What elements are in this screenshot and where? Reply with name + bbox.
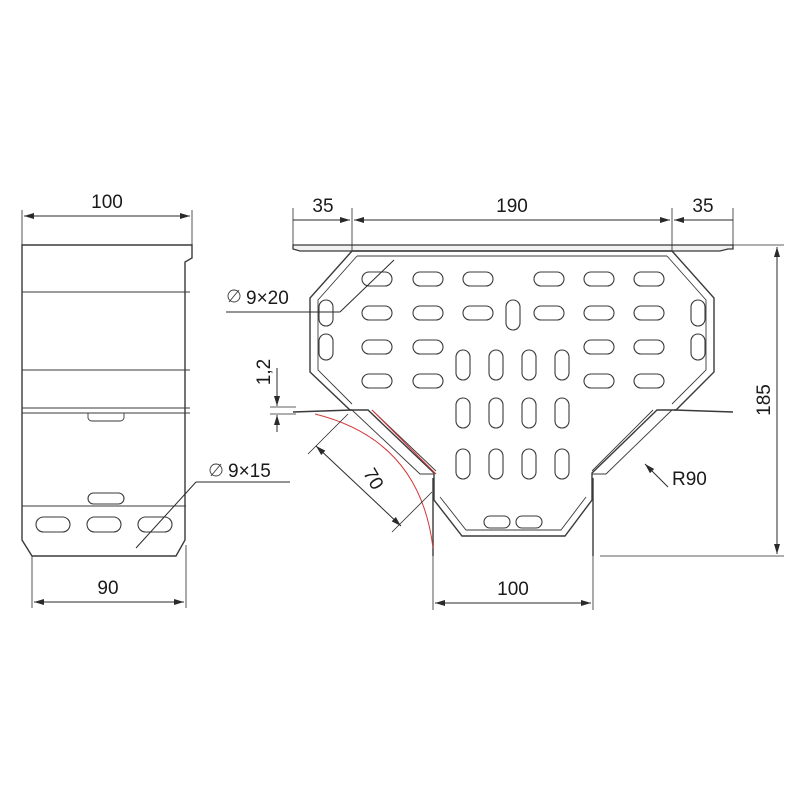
- perforation-slot: [318, 299, 334, 327]
- side-top-slot: [87, 492, 125, 505]
- perforation-slot: [455, 397, 471, 429]
- side-view: [21, 244, 193, 557]
- dim-label-thickness: 1,2: [254, 359, 275, 385]
- perforation-slot: [412, 271, 444, 287]
- perforation-slot: [361, 271, 393, 287]
- tee-plan-view: [292, 244, 734, 556]
- perforation-slot: [521, 448, 537, 480]
- radius-label: R90: [672, 469, 707, 490]
- dim-label-height: 185: [754, 384, 775, 416]
- dim-label-left-flange: 35: [312, 196, 333, 217]
- perforation-slot: [462, 271, 494, 287]
- perforation-slot: [505, 299, 521, 331]
- dim-label-bottom-width: 100: [497, 579, 529, 600]
- side-bottom-slot: [137, 516, 173, 533]
- perforation-slot: [361, 373, 393, 389]
- perforation-slot: [488, 448, 504, 480]
- diameter-icon: [227, 289, 241, 303]
- dim-side-width: 100: [21, 192, 193, 245]
- perforation-slot: [554, 448, 570, 480]
- diameter-icon: [209, 463, 223, 477]
- dim-label-side-bottom: 90: [97, 578, 118, 599]
- perforation-slot: [455, 448, 471, 480]
- side-bottom-slot: [35, 516, 71, 533]
- hole-large-callout: 9×20: [226, 259, 395, 313]
- perforation-slot: [361, 305, 393, 321]
- perforation-slot: [483, 515, 511, 529]
- dim-side-bottom: 90: [31, 545, 187, 608]
- perforation-slot: [488, 397, 504, 429]
- perforation-slot: [633, 305, 665, 321]
- perforation-slot: [412, 339, 444, 355]
- perforation-slot: [583, 339, 615, 355]
- radius-callout: R90: [644, 463, 707, 490]
- perforation-slot: [633, 373, 665, 389]
- slot-grid: [318, 271, 706, 529]
- dim-top-widths: 35 190 35: [292, 196, 734, 245]
- perforation-slot: [690, 333, 706, 361]
- perforation-slot: [515, 515, 543, 529]
- perforation-slot: [554, 397, 570, 429]
- perforation-slot: [412, 373, 444, 389]
- side-bottom-slot: [86, 516, 122, 533]
- dim-height: 185: [600, 244, 784, 557]
- dim-label-top-width: 190: [496, 196, 528, 217]
- perforation-slot: [318, 333, 334, 361]
- perforation-slot: [583, 373, 615, 389]
- perforation-slot: [455, 349, 471, 381]
- perforation-slot: [521, 397, 537, 429]
- dim-label-right-flange: 35: [692, 196, 713, 217]
- perforation-slot: [583, 305, 615, 321]
- perforation-slot: [521, 349, 537, 381]
- dim-thickness: 1,2: [254, 359, 296, 432]
- dim-label-side-width: 100: [91, 192, 123, 213]
- dim-branch-length: 70: [307, 413, 433, 533]
- perforation-slot: [533, 271, 565, 287]
- perforation-slot: [533, 305, 565, 321]
- hole-small-callout: 9×15: [135, 461, 290, 549]
- hole-small-label: 9×15: [228, 461, 271, 482]
- perforation-slot: [554, 349, 570, 381]
- perforation-slot: [462, 305, 494, 321]
- dim-bottom-width: 100: [432, 556, 594, 610]
- perforation-slot: [361, 339, 393, 355]
- perforation-slot: [690, 299, 706, 327]
- perforation-slot: [488, 349, 504, 381]
- perforation-slot: [412, 305, 444, 321]
- perforation-slot: [633, 339, 665, 355]
- perforation-slot: [633, 271, 665, 287]
- perforation-slot: [583, 271, 615, 287]
- hole-large-label: 9×20: [246, 288, 289, 309]
